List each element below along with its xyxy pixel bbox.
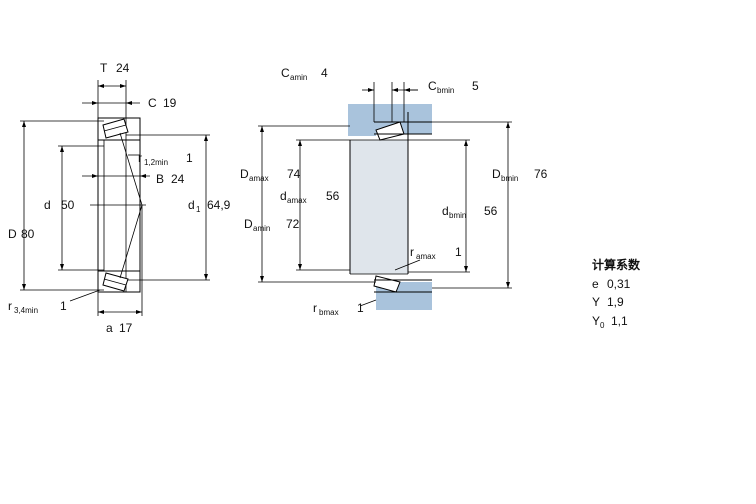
label-Damin: D amin 72 (244, 217, 300, 233)
calc-Y: Y 1,9 (592, 295, 624, 309)
svg-text:d: d (442, 204, 449, 218)
svg-text:a: a (106, 321, 113, 335)
svg-text:d: d (280, 189, 287, 203)
svg-text:1: 1 (455, 245, 462, 259)
label-r34: r 3,4min 1 (8, 299, 67, 315)
svg-text:1: 1 (60, 299, 67, 313)
svg-text:T: T (100, 61, 108, 75)
svg-text:5: 5 (472, 79, 479, 93)
svg-text:56: 56 (326, 189, 340, 203)
svg-text:C: C (148, 96, 157, 110)
label-damax: d amax 56 (280, 189, 340, 205)
svg-text:1: 1 (186, 151, 193, 165)
svg-text:r: r (138, 151, 142, 165)
svg-text:1: 1 (357, 301, 364, 315)
svg-text:amin: amin (253, 224, 270, 233)
svg-text:1,9: 1,9 (607, 295, 624, 309)
label-d1: d 1 64,9 (188, 198, 231, 214)
label-C: C 19 (148, 96, 177, 110)
svg-text:1: 1 (196, 205, 201, 214)
svg-text:0: 0 (600, 321, 605, 330)
svg-text:D: D (8, 227, 17, 241)
label-D: D 80 (8, 227, 35, 241)
calc-title: 计算系数 (592, 257, 641, 272)
label-dbmin: d bmin 56 (442, 204, 498, 220)
svg-text:3,4min: 3,4min (14, 306, 38, 315)
svg-text:bmin: bmin (449, 211, 466, 220)
svg-text:4: 4 (321, 66, 328, 80)
label-d: d 50 (44, 198, 75, 212)
svg-text:amax: amax (249, 174, 269, 183)
calc-factors: 计算系数 e 0,31 Y 1,9 Y 0 1,1 (592, 257, 641, 330)
calc-e: e 0,31 (592, 277, 631, 291)
svg-text:bmax: bmax (319, 308, 339, 317)
svg-text:amax: amax (416, 252, 436, 261)
svg-text:r: r (313, 301, 317, 315)
svg-text:24: 24 (171, 172, 185, 186)
svg-text:74: 74 (287, 167, 301, 181)
svg-text:r: r (8, 299, 12, 313)
svg-text:d: d (188, 198, 195, 212)
label-Camin: C amin 4 (281, 66, 328, 82)
svg-text:Y: Y (592, 314, 600, 328)
svg-text:24: 24 (116, 61, 130, 75)
svg-text:amax: amax (287, 196, 307, 205)
svg-text:1,2min: 1,2min (144, 158, 168, 167)
svg-text:17: 17 (119, 321, 133, 335)
svg-text:72: 72 (286, 217, 300, 231)
label-T: T 24 (100, 61, 130, 75)
svg-text:D: D (244, 217, 253, 231)
label-Cbmin: C bmin 5 (428, 79, 479, 95)
right-mounting-section (258, 82, 512, 310)
svg-text:D: D (240, 167, 249, 181)
svg-text:50: 50 (61, 198, 75, 212)
svg-text:1,1: 1,1 (611, 314, 628, 328)
svg-text:C: C (281, 66, 290, 80)
svg-text:0,31: 0,31 (607, 277, 631, 291)
label-a: a 17 (106, 321, 133, 335)
label-r12: r 1,2min 1 (138, 151, 193, 167)
svg-text:C: C (428, 79, 437, 93)
calc-Y0: Y 0 1,1 (592, 314, 628, 330)
label-ramax: r amax 1 (410, 245, 462, 261)
label-B: B 24 (156, 172, 185, 186)
roller-top (102, 118, 129, 139)
svg-text:amin: amin (290, 73, 307, 82)
label-Dbmin: D bmin 76 (492, 167, 548, 183)
svg-text:80: 80 (21, 227, 35, 241)
svg-text:e: e (592, 277, 599, 291)
svg-text:Y: Y (592, 295, 600, 309)
svg-text:r: r (410, 245, 414, 259)
svg-text:76: 76 (534, 167, 548, 181)
svg-text:bmin: bmin (501, 174, 518, 183)
svg-text:64,9: 64,9 (207, 198, 231, 212)
svg-text:D: D (492, 167, 501, 181)
left-bearing-section (20, 80, 210, 316)
svg-text:B: B (156, 172, 164, 186)
svg-text:19: 19 (163, 96, 177, 110)
svg-text:d: d (44, 198, 51, 212)
label-rbmax: r bmax 1 (313, 301, 364, 317)
label-Damax: D amax 74 (240, 167, 301, 183)
svg-text:bmin: bmin (437, 86, 454, 95)
svg-text:56: 56 (484, 204, 498, 218)
